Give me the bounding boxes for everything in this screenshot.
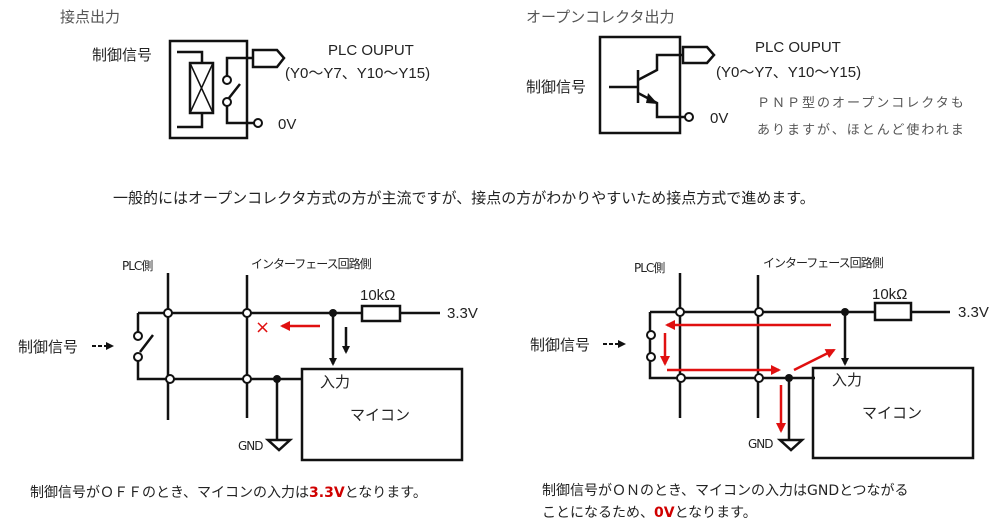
transistor-box (598, 35, 682, 135)
boundary-lines (678, 273, 760, 418)
resistor-label: 10kΩ (360, 287, 395, 304)
on-caption-line1: 制御信号がＯＮのとき、マイコンの入力はGNDとつながる (542, 483, 909, 499)
current-flow-arrows (660, 320, 836, 433)
control-signal-label: 制御信号 (526, 78, 586, 96)
zero-v-label: 0V (278, 116, 296, 133)
off-state-circuit: PLC側 インターフェース回路側 10kΩ 3.3V GND 入力 マイコン ×… (18, 256, 478, 501)
off-caption: 制御信号がＯＦＦのとき、マイコンの入力は3.3Vとなります。 (30, 485, 427, 501)
output-connector-icon (681, 45, 716, 65)
input-label: 入力 (832, 371, 862, 389)
plc-side-label: PLC側 (122, 259, 153, 273)
output-range-label: (Y0〜Y7、Y10〜Y15) (716, 64, 861, 81)
on-caption-line2: ことになるため、0Vとなります。 (542, 505, 757, 521)
control-signal-label: 制御信号 (530, 336, 590, 354)
zero-v-label: 0V (710, 110, 728, 127)
blocked-x-icon: × (255, 317, 270, 338)
mcu-label: マイコン (862, 404, 922, 422)
control-signal-label: 制御信号 (92, 46, 152, 64)
supply-label: 3.3V (958, 304, 989, 321)
mcu-label: マイコン (350, 406, 410, 424)
plc-output-label: PLC OUPUT (328, 42, 414, 59)
summary-text: 一般的にはオープンコレクタ方式の方が主流ですが、接点の方がわかりやすいため接点方… (113, 189, 815, 207)
open-collector-diagram: オープンコレクタ出力 制御信号 PLC OUPUT (Y0〜Y7、Y10〜Y15… (526, 8, 966, 138)
interface-side-label: インターフェース回路側 (763, 255, 884, 270)
resistor-label: 10kΩ (872, 286, 907, 303)
ground-icon (776, 438, 806, 452)
pnp-note-line1: ＰＮＰ型のオープンコレクタも (757, 96, 966, 111)
on-state-circuit: PLC側 インターフェース回路側 10kΩ 3.3V GND 入力 マイコン 制… (530, 255, 989, 521)
relay-contact-icon (222, 56, 263, 128)
npn-transistor-icon (609, 53, 694, 122)
supply-label: 3.3V (447, 305, 478, 322)
resistor-icon (873, 301, 913, 322)
gnd-label: GND (238, 439, 263, 453)
pnp-note-line2: ありますが、ほとんど使われま (757, 122, 966, 138)
plc-side-label: PLC側 (634, 261, 665, 275)
relay-box (168, 39, 249, 140)
boundary-lines (166, 273, 249, 420)
output-range-label: (Y0〜Y7、Y10〜Y15) (285, 65, 430, 82)
contact-output-diagram: 接点出力 制御信号 PLC OUPUT (Y0〜Y7、Y10〜Y15) 0V (60, 8, 430, 140)
interface-side-label: インターフェース回路側 (251, 256, 372, 271)
relay-coil-icon (177, 50, 215, 129)
mcu-box (811, 366, 975, 460)
gnd-label: GND (748, 437, 773, 451)
resistor-icon (360, 304, 402, 323)
control-signal-label: 制御信号 (18, 338, 78, 356)
open-collector-title: オープンコレクタ出力 (526, 8, 675, 26)
contact-output-title: 接点出力 (60, 8, 120, 26)
mcu-box (300, 367, 464, 462)
plc-output-label: PLC OUPUT (755, 39, 841, 56)
output-connector-icon (251, 48, 286, 69)
input-label: 入力 (320, 373, 350, 391)
ground-icon (264, 438, 294, 452)
